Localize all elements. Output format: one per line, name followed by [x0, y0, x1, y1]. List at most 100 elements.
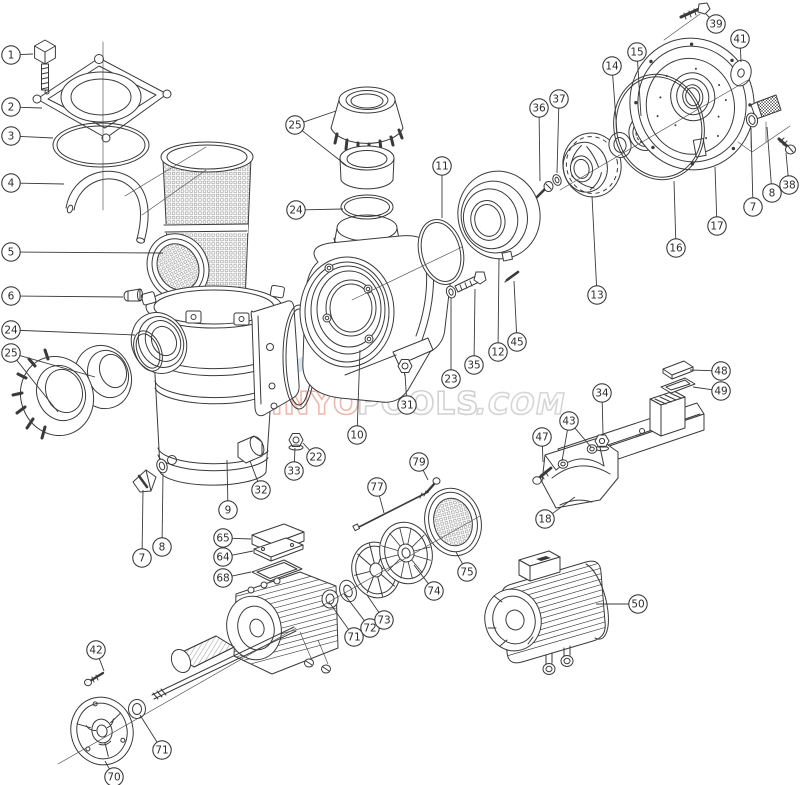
- hex-nut-33: [288, 433, 304, 451]
- callout-25: 25: [1, 343, 96, 413]
- callout-number-24: 24: [4, 325, 18, 337]
- callout-number-35: 35: [467, 360, 480, 372]
- callout-17: 17: [707, 166, 727, 236]
- callout-71: 71: [139, 714, 172, 760]
- callout-22: 22: [302, 442, 326, 467]
- callout-number-77: 77: [370, 482, 383, 494]
- callout-number-11: 11: [435, 161, 448, 173]
- callout-leader-37: [556, 108, 560, 174]
- callout-balloon-34: [592, 383, 612, 403]
- callout-35: 35: [464, 288, 484, 375]
- callout-39: 39: [705, 13, 726, 34]
- callout-36: 36: [529, 98, 549, 182]
- callout-number-1: 1: [8, 50, 15, 62]
- callout-balloon-6: [1, 286, 21, 306]
- callout-balloon-9: [218, 500, 238, 520]
- callout-6: 6: [1, 286, 124, 306]
- impeller-screw-36: [535, 181, 554, 199]
- watermark-dotcom: .COM: [473, 387, 569, 421]
- drain-plug-upper: [745, 94, 782, 128]
- callout-number-12: 12: [491, 347, 504, 359]
- bolt-39: [679, 2, 711, 20]
- callout-leader-18: [552, 496, 576, 514]
- callout-balloon-17: [707, 216, 727, 236]
- callout-33: 33: [284, 447, 304, 481]
- volute-gasket: [417, 219, 465, 285]
- callout-number-41: 41: [733, 34, 746, 46]
- callout-9: 9: [218, 459, 238, 520]
- callout-leader-25: [303, 110, 337, 123]
- callout-number-64: 64: [216, 552, 230, 564]
- washer-37: [552, 174, 562, 186]
- callout-leader-36: [538, 117, 541, 182]
- callout-balloon-2: [1, 97, 21, 117]
- callout-leader-35: [473, 288, 476, 356]
- callout-leader-42: [98, 658, 105, 672]
- callout-41: 41: [730, 29, 750, 63]
- callout-number-34: 34: [595, 388, 609, 400]
- callout-number-36: 36: [532, 103, 546, 115]
- capacitor-plate: [253, 537, 304, 562]
- callout-24: 24: [286, 200, 344, 220]
- callout-number-24: 24: [289, 205, 303, 217]
- mounting-pad-48: [662, 360, 694, 380]
- seal-plate: [629, 37, 755, 171]
- callout-number-8: 8: [159, 542, 166, 554]
- callout-number-7: 7: [750, 202, 757, 214]
- callout-77: 77: [367, 477, 387, 514]
- callout-balloon-13: [587, 285, 607, 305]
- callout-number-9: 9: [225, 505, 232, 517]
- callout-balloon-25: [1, 343, 21, 363]
- clamp-handle: [65, 170, 149, 244]
- callout-balloon-25: [285, 115, 305, 135]
- callout-balloon-31: [397, 395, 417, 415]
- callout-number-25: 25: [288, 120, 301, 132]
- callout-37: 37: [549, 89, 569, 174]
- callout-leader-14: [612, 75, 618, 134]
- callout-balloon-18: [535, 509, 555, 529]
- callout-leader-25: [19, 355, 96, 378]
- callout-number-23: 23: [444, 374, 457, 386]
- rotor-shaft: [151, 626, 297, 700]
- callout-balloon-49: [711, 381, 731, 401]
- callout-balloon-14: [602, 56, 622, 76]
- callout-number-13: 13: [590, 290, 603, 302]
- strainer-lid-clamp: [32, 54, 172, 143]
- callout-balloon-35: [464, 355, 484, 375]
- callout-leader-2: [20, 106, 43, 109]
- callout-leader-71: [139, 714, 158, 743]
- callout-balloon-7: [743, 197, 763, 217]
- bearing-71-front: [321, 589, 339, 609]
- callout-balloon-8: [762, 183, 782, 203]
- callout-balloon-70: [104, 767, 124, 785]
- pot-plug-small: [123, 288, 143, 302]
- callout-leader-41: [739, 48, 742, 63]
- callout-balloon-10: [347, 425, 367, 445]
- callout-number-4: 4: [8, 178, 15, 190]
- callout-layer: 1234562425789323322103165646871727374757…: [1, 13, 799, 785]
- callout-74: 74: [413, 564, 444, 601]
- callout-leader-1: [20, 53, 34, 56]
- callout-leader-5: [20, 251, 164, 254]
- callout-leader-24: [20, 329, 136, 336]
- callout-number-7: 7: [139, 553, 146, 565]
- callout-number-16: 16: [669, 243, 683, 255]
- callout-number-49: 49: [714, 386, 727, 398]
- bolt-38: [777, 137, 796, 155]
- drain-plug-lower: [132, 458, 168, 493]
- callout-leader-43: [574, 427, 592, 448]
- callout-balloon-41: [730, 29, 750, 49]
- callout-number-65: 65: [216, 533, 229, 545]
- callout-12: 12: [488, 257, 508, 362]
- callout-balloon-24: [286, 200, 306, 220]
- callout-number-18: 18: [538, 514, 551, 526]
- callout-leader-48: [689, 369, 712, 372]
- callout-leader-33: [293, 447, 296, 462]
- seal-plate-oring: [613, 73, 705, 181]
- callout-number-47: 47: [535, 432, 548, 444]
- callout-balloon-77: [367, 477, 387, 497]
- callout-18: 18: [535, 496, 576, 529]
- callout-balloon-15: [627, 42, 647, 62]
